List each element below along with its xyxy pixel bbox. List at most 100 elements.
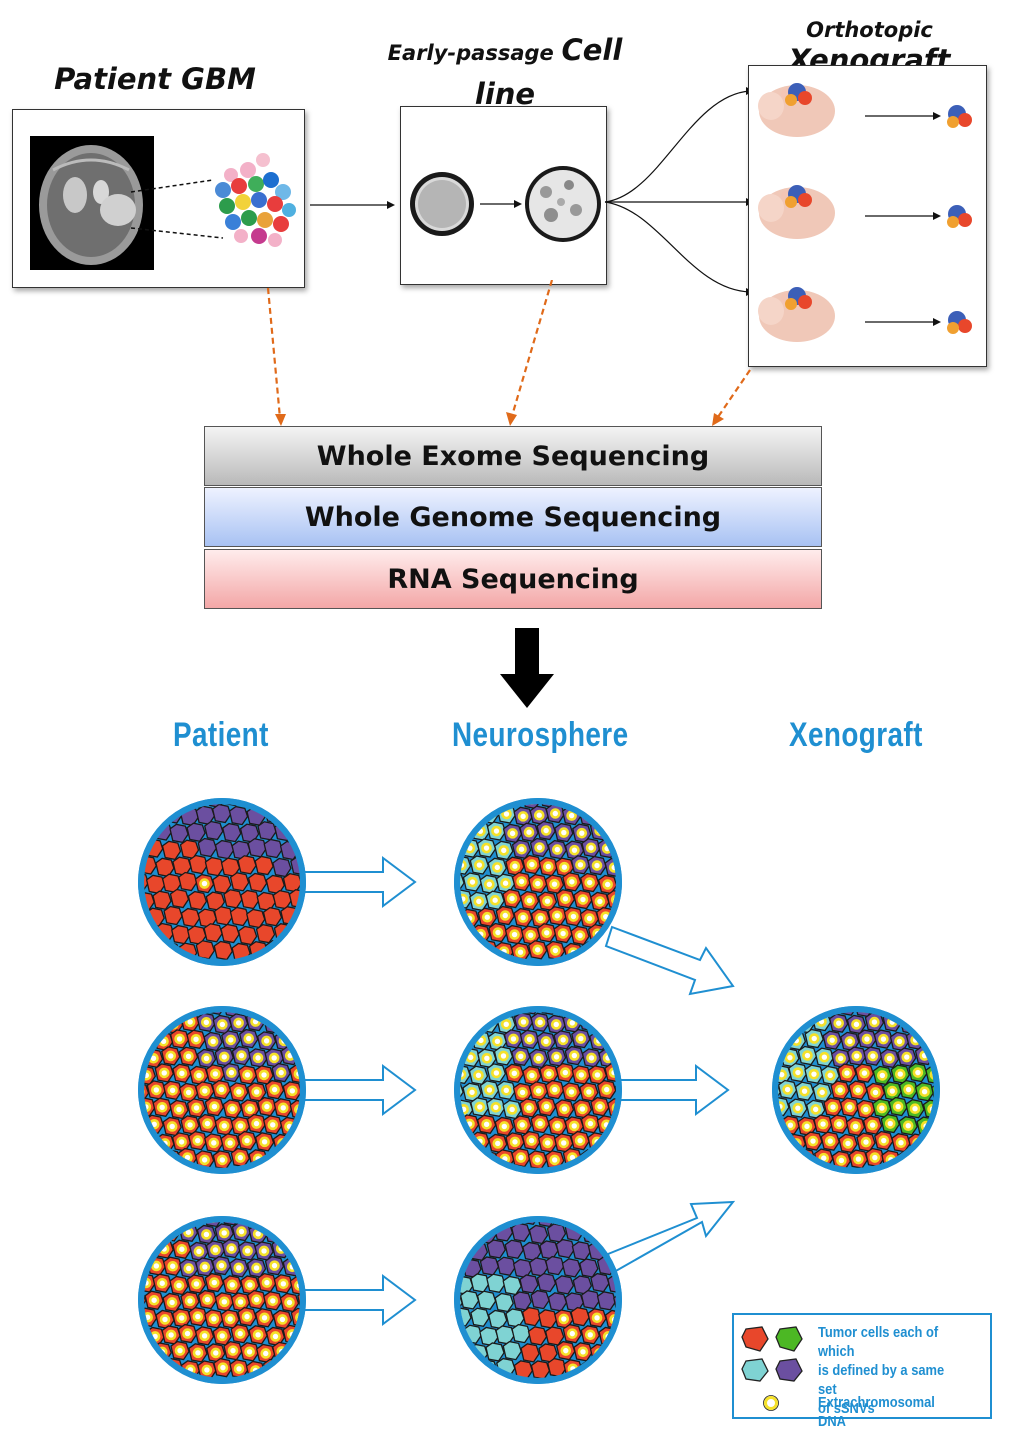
legend-ecdna-icon xyxy=(764,1396,778,1410)
ecdna-marker xyxy=(126,1281,134,1289)
ecdna-marker xyxy=(458,1002,466,1010)
ecdna-marker xyxy=(549,808,561,819)
tumor-cell xyxy=(221,822,242,843)
hollow-arrow-row3 xyxy=(302,1274,417,1326)
ecdna-marker xyxy=(816,1087,828,1098)
ecdna-marker xyxy=(433,1121,441,1129)
tumor-cell xyxy=(614,1045,616,1066)
ecdna-marker xyxy=(585,1118,596,1129)
ecdna-marker xyxy=(216,1084,227,1095)
ecdna-marker xyxy=(911,1012,922,1013)
tumor-cell xyxy=(428,1116,446,1134)
tumor-cell xyxy=(571,1222,591,1225)
tumor-cell xyxy=(613,1014,616,1034)
tumor-cell xyxy=(539,804,559,808)
tumor-cell xyxy=(144,1148,149,1168)
ecdna-marker xyxy=(517,912,529,923)
ecdna-marker xyxy=(524,895,535,906)
tumor-cell xyxy=(460,942,466,960)
ecdna-marker xyxy=(268,1052,280,1064)
ecdna-marker xyxy=(810,1104,821,1115)
ecdna-marker xyxy=(939,1054,947,1062)
ecdna-marker xyxy=(501,1085,512,1096)
tumor-cell xyxy=(460,804,471,808)
tumor-cell xyxy=(486,1239,506,1259)
tumor-cell xyxy=(428,875,446,893)
legend-ecdna-text: Extrachromosomal DNA xyxy=(818,1394,935,1430)
ecdna-marker xyxy=(295,1033,300,1044)
tumor-cell xyxy=(254,804,275,809)
ecdna-marker xyxy=(507,828,518,839)
tumor-cell xyxy=(281,1014,300,1034)
tumor-cell xyxy=(170,1012,191,1018)
ecdna-marker xyxy=(193,1246,205,1257)
tumor-cell xyxy=(282,804,300,825)
mouse-2 xyxy=(758,185,972,239)
ecdna-marker xyxy=(134,1018,142,1026)
tumor-cell xyxy=(111,907,129,925)
ecdna-marker xyxy=(484,1084,495,1096)
ecdna-marker xyxy=(481,911,493,923)
tumor-cell xyxy=(572,1275,593,1295)
ecdna-marker xyxy=(133,1229,141,1237)
ecdna-marker xyxy=(592,1069,603,1081)
ecdna-marker xyxy=(126,1137,134,1145)
ecdna-marker xyxy=(750,1154,758,1162)
ecdna-marker xyxy=(173,1104,185,1115)
ecdna-marker xyxy=(118,1263,126,1271)
tumor-cell xyxy=(589,1012,609,1015)
ecdna-marker xyxy=(551,910,563,922)
ecdna-marker xyxy=(516,843,527,855)
tumor-cell xyxy=(913,1148,934,1168)
tumor-cell xyxy=(437,1031,455,1049)
ecdna-marker xyxy=(752,1122,760,1130)
ecdna-marker xyxy=(620,811,628,819)
tumor-cell xyxy=(206,804,226,808)
ecdna-marker xyxy=(195,1001,203,1009)
tumor-cell xyxy=(429,1151,447,1169)
tumor-cell xyxy=(152,1012,173,1017)
tumor-cell xyxy=(512,1291,532,1311)
tumor-cell xyxy=(427,1015,445,1033)
ecdna-marker xyxy=(166,1297,178,1308)
ecdna-marker xyxy=(852,1084,864,1096)
ecdna-marker xyxy=(151,1260,162,1272)
tumor-cell xyxy=(255,923,276,944)
tumor-cell xyxy=(144,941,148,960)
tumor-cell xyxy=(113,1149,131,1167)
tumor-cell xyxy=(122,1206,140,1224)
ecdna-marker xyxy=(498,1050,509,1062)
tumor-cell xyxy=(120,890,138,908)
ecdna-marker xyxy=(901,1051,913,1063)
ecdna-marker xyxy=(870,1087,881,1098)
ecdna-marker xyxy=(584,1329,596,1341)
ecdna-marker xyxy=(176,1136,187,1148)
ecdna-marker xyxy=(218,1051,230,1063)
ecdna-marker xyxy=(141,1001,149,1009)
ecdna-marker xyxy=(460,930,469,941)
tumor-cell xyxy=(144,1360,148,1378)
ecdna-marker xyxy=(828,1001,836,1009)
ecdna-marker xyxy=(621,1330,629,1338)
ecdna-marker xyxy=(560,1345,572,1356)
tumor-cell xyxy=(460,872,465,892)
tumor-cell xyxy=(309,856,327,874)
tumor-cell xyxy=(144,908,147,929)
ecdna-marker xyxy=(506,893,518,904)
tumor-cell xyxy=(460,1012,481,1032)
ecdna-marker xyxy=(295,1136,300,1147)
ecdna-marker xyxy=(260,1348,272,1359)
ecdna-marker xyxy=(542,1137,553,1149)
tumor-cell xyxy=(615,1324,616,1345)
ecdna-marker xyxy=(311,1103,319,1111)
tumor-cell xyxy=(745,1047,763,1065)
tumor-cell xyxy=(436,924,454,942)
ecdna-marker xyxy=(543,1068,555,1080)
ecdna-marker xyxy=(833,1017,845,1029)
ecdna-marker xyxy=(627,794,635,802)
tumor-cell xyxy=(596,804,616,824)
tumor-cell xyxy=(427,1257,445,1275)
ecdna-marker xyxy=(441,929,449,937)
ecdna-marker xyxy=(251,1294,262,1305)
legend-tumor-text: Tumor cells each of which is defined by … xyxy=(818,1323,966,1418)
